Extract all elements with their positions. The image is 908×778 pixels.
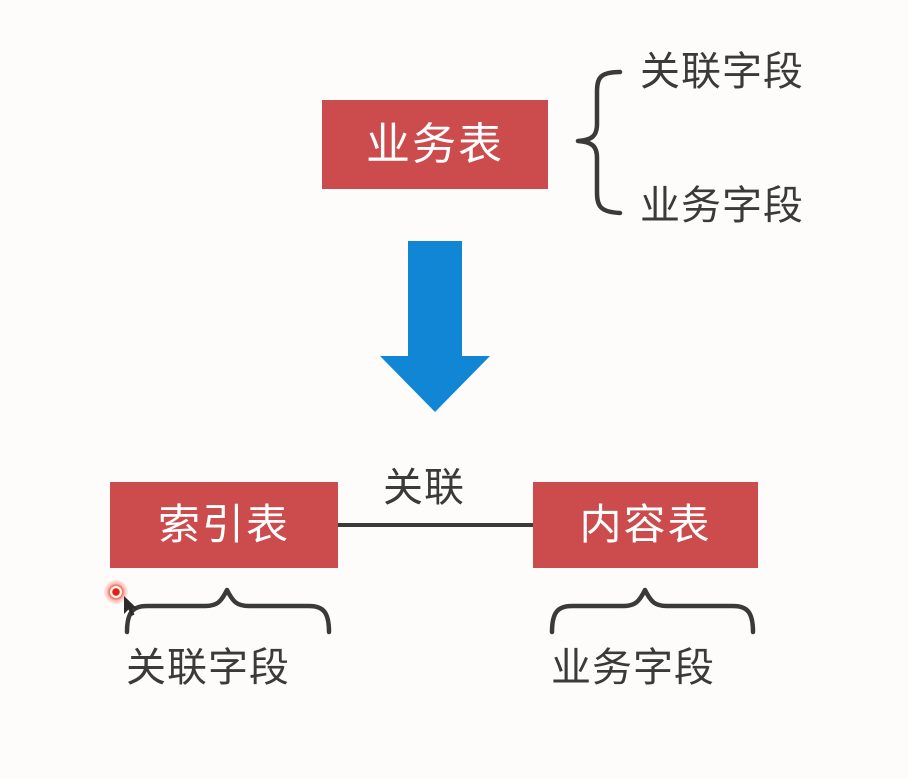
bottom-business-field-label: 业务字段	[551, 646, 715, 690]
top-business-field-label: 业务字段	[640, 184, 804, 228]
bottom-association-field-label: 关联字段	[126, 646, 290, 690]
mouse-pointer-icon	[124, 596, 137, 616]
content-table-label: 内容表	[579, 501, 712, 548]
content-table-box[interactable]: 内容表	[533, 482, 758, 568]
association-connector-label: 关联	[383, 466, 465, 510]
bottom-left-brace-icon	[124, 587, 332, 635]
down-arrow-icon	[380, 241, 490, 412]
business-table-label: 业务表	[366, 119, 504, 169]
index-table-label: 索引表	[157, 501, 290, 548]
business-table-box[interactable]: 业务表	[322, 100, 548, 189]
top-right-brace-icon	[575, 69, 623, 216]
top-association-field-label: 关联字段	[640, 50, 804, 94]
bottom-right-brace-icon	[549, 587, 756, 635]
index-table-box[interactable]: 索引表	[110, 482, 338, 568]
